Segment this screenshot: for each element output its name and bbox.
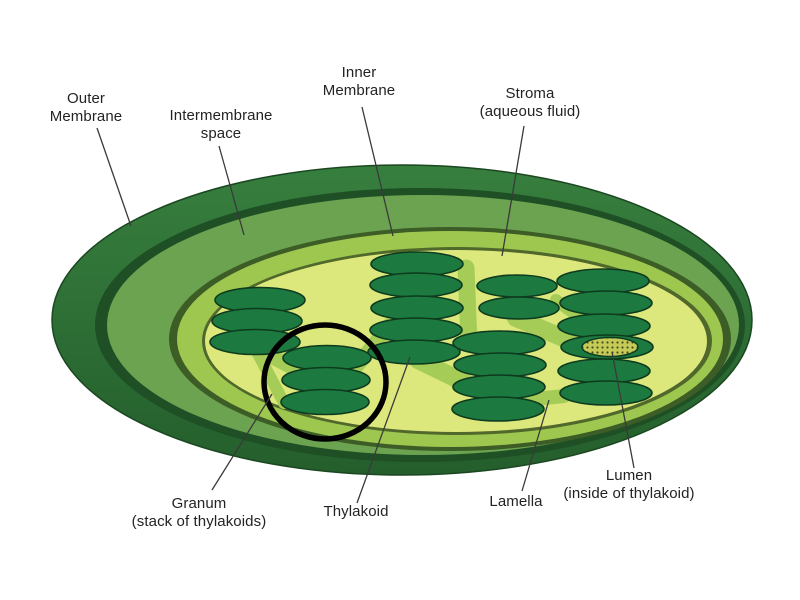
granum-highlight-circle — [261, 322, 389, 442]
leader-granum — [211, 393, 273, 491]
label-outer-membrane: Outer Membrane — [49, 90, 123, 125]
label-stroma: Stroma (aqueous fluid) — [479, 85, 581, 120]
leader-lamella — [521, 399, 550, 492]
lamella-connector — [457, 259, 478, 351]
thylakoid-disk-bottom-center-granum — [452, 330, 546, 356]
label-thylakoid: Thylakoid — [323, 503, 389, 520]
thylakoid-disk-center-tall-granum — [370, 295, 464, 321]
label-inner-membrane: Inner Membrane — [322, 64, 396, 99]
thylakoid-disk-right-granum — [559, 290, 653, 316]
leader-stroma — [501, 125, 525, 257]
lamella-connector — [519, 389, 571, 407]
thylakoid-disk-center-tall-granum — [367, 339, 461, 365]
thylakoid-disk-upper-right-granum — [476, 274, 558, 298]
lumen-region — [581, 336, 639, 358]
label-granum: Granum (stack of thylakoids) — [131, 495, 267, 530]
thylakoid-disk-upper-right-granum — [478, 296, 560, 320]
thylakoid-disk-circled-granum — [280, 388, 370, 416]
thylakoid-disk-center-tall-granum — [369, 272, 463, 298]
leader-thylakoid — [356, 356, 411, 504]
thylakoid-disk-left-granum — [209, 328, 301, 356]
label-intermembrane-space: Intermembrane space — [169, 107, 273, 142]
label-lumen: Lumen (inside of thylakoid) — [563, 467, 695, 502]
label-lamella: Lamella — [489, 493, 543, 510]
leader-lumen — [611, 351, 635, 469]
thylakoid-disk-right-granum — [559, 380, 653, 406]
thylakoid-disk-bottom-center-granum — [453, 352, 547, 378]
thylakoid-disk-right-granum — [557, 358, 651, 384]
leader-inner-membrane — [361, 106, 394, 237]
leader-lines — [96, 106, 635, 504]
overlay-layer — [261, 322, 639, 442]
thylakoid-disk-right-granum — [556, 268, 650, 294]
thylakoid-disk-center-tall-granum — [369, 317, 463, 343]
thylakoid-disk-bottom-center-granum — [451, 396, 545, 422]
lamella-connector — [250, 344, 290, 409]
leader-intermembrane-space — [218, 145, 245, 236]
leader-outer-membrane — [96, 127, 132, 227]
thylakoid-disk-bottom-center-granum — [452, 374, 546, 400]
